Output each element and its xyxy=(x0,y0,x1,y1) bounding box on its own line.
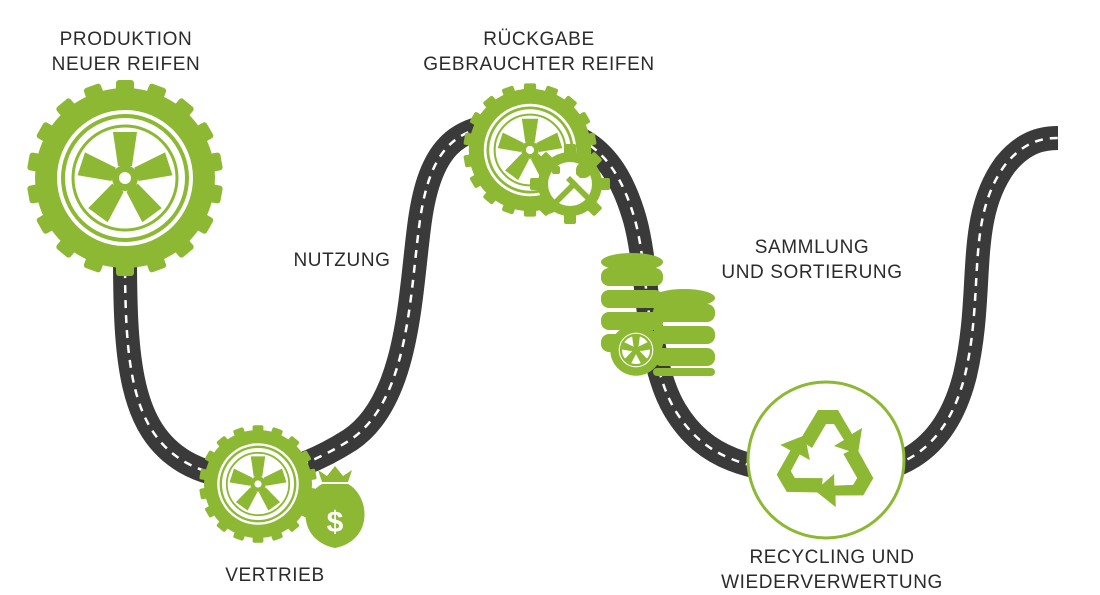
svg-text:$: $ xyxy=(327,506,344,539)
label-vertrieb-line1: VERTRIEB xyxy=(225,565,325,586)
tire-lifecycle-diagram: $ xyxy=(24,78,1059,548)
label-rueckgabe-line1: RÜCKGABE xyxy=(483,29,595,50)
sales-tire-icon xyxy=(197,424,319,544)
label-recycling-line2: WIEDERVERWERTUNG xyxy=(721,572,943,593)
gear-tools-icon xyxy=(530,144,610,224)
label-sammlung: SAMMLUNG UND SORTIERUNG xyxy=(721,235,902,285)
stacked-tires-icon xyxy=(601,253,715,376)
label-nutzung: NUTZUNG xyxy=(293,248,390,273)
label-sammlung-line2: UND SORTIERUNG xyxy=(721,262,903,283)
label-rueckgabe-line2: GEBRAUCHTER REIFEN xyxy=(423,54,655,75)
label-rueckgabe: RÜCKGABE GEBRAUCHTER REIFEN xyxy=(423,27,654,77)
label-sammlung-line1: SAMMLUNG xyxy=(754,237,870,258)
label-produktion: PRODUKTION NEUER REIFEN xyxy=(52,27,201,77)
label-recycling-line1: RECYCLING UND xyxy=(749,547,915,568)
label-recycling: RECYCLING UND WIEDERVERWERTUNG xyxy=(721,545,943,595)
label-nutzung-line1: NUTZUNG xyxy=(293,250,391,271)
recycle-icon xyxy=(746,380,906,540)
label-vertrieb: VERTRIEB xyxy=(225,563,324,588)
label-produktion-line1: PRODUKTION xyxy=(59,29,193,50)
label-produktion-line2: NEUER REIFEN xyxy=(51,54,201,75)
production-tire-icon xyxy=(24,78,226,278)
money-bag-icon: $ xyxy=(305,466,365,548)
